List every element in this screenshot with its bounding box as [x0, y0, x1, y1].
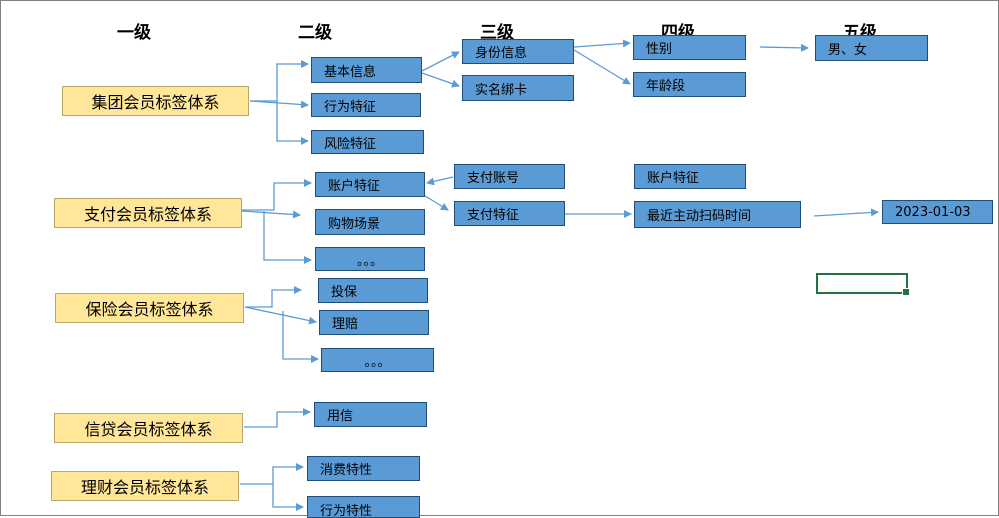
- node-payment-feature: 支付特征: [454, 201, 565, 226]
- node-group-realname-card: 实名绑卡: [462, 75, 574, 101]
- node-group-age: 年龄段: [633, 72, 746, 97]
- header-level-3: 三级: [480, 23, 514, 43]
- node-group-basic-info: 基本信息: [311, 57, 422, 83]
- level1-wealth: 理财会员标签体系: [51, 471, 239, 501]
- node-insurance-enroll: 投保: [318, 278, 428, 303]
- node-wealth-consumption: 消费特性: [307, 456, 420, 481]
- level1-insurance: 保险会员标签体系: [55, 293, 244, 323]
- node-credit-usage: 用信: [314, 402, 427, 427]
- selected-cell[interactable]: [816, 273, 910, 296]
- node-insurance-claim: 理赔: [319, 310, 429, 335]
- node-wealth-behavior: 行为特性: [307, 496, 420, 518]
- node-group-male-female: 男、女: [815, 35, 928, 61]
- node-payment-shopping: 购物场景: [315, 209, 425, 235]
- node-group-gender: 性别: [633, 35, 746, 60]
- level1-group: 集团会员标签体系: [62, 86, 249, 116]
- node-payment-account: 账户特征: [315, 172, 425, 197]
- node-group-identity: 身份信息: [462, 39, 574, 64]
- header-level-2: 二级: [298, 23, 332, 43]
- level1-payment: 支付会员标签体系: [54, 198, 242, 228]
- node-payment-date: 2023-01-03: [882, 200, 993, 224]
- fill-handle[interactable]: [902, 288, 910, 296]
- node-payment-more: 。。。: [315, 247, 425, 271]
- node-payment-account-feature: 账户特征: [634, 164, 746, 189]
- node-insurance-more: 。。。: [321, 348, 434, 372]
- node-payment-last-scan-time: 最近主动扫码时间: [634, 201, 801, 228]
- node-group-behavior: 行为特征: [311, 93, 421, 117]
- header-level-1: 一级: [117, 23, 151, 43]
- node-group-risk: 风险特征: [311, 130, 424, 154]
- level1-credit: 信贷会员标签体系: [54, 413, 243, 443]
- node-payment-account-no: 支付账号: [454, 164, 565, 189]
